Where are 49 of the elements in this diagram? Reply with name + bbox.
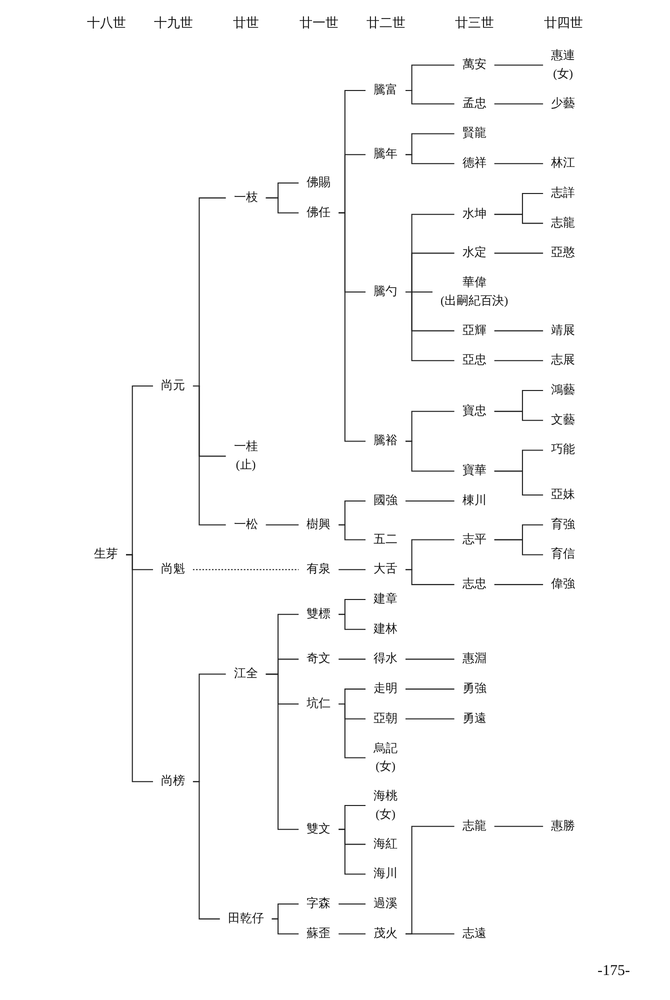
connector-line: [406, 440, 455, 472]
connector-line: [338, 212, 366, 442]
connector-line: [338, 658, 366, 660]
connector-line: [272, 918, 300, 934]
connector-line: [494, 410, 544, 421]
connector-line: [494, 64, 544, 66]
connector-line: [406, 291, 455, 362]
generation-label: 十八世: [87, 14, 126, 32]
connector-line: [266, 197, 300, 214]
connector-line: [494, 360, 544, 362]
connector-line: [266, 524, 300, 526]
connector-line: [494, 539, 544, 556]
generation-label: 廿三世: [455, 14, 494, 32]
name-text: 華偉 (出嗣紀百決): [432, 270, 517, 314]
generation-label: 廿世: [233, 14, 260, 32]
connector-line: [494, 163, 544, 164]
connector-line: [494, 330, 544, 332]
connector-line: [338, 828, 366, 875]
connector-line: [494, 826, 544, 827]
connector-line: [494, 584, 544, 586]
page-number: -175-: [598, 963, 630, 979]
connector-line: [406, 90, 455, 104]
connector-line: [406, 933, 455, 934]
generation-label: 廿四世: [544, 14, 583, 32]
connector-line: [126, 554, 154, 782]
connector-line: [494, 103, 544, 104]
connector-line: [406, 500, 455, 502]
connector-line: [406, 688, 455, 690]
connector-line: [193, 781, 220, 920]
connector-line: [338, 524, 366, 540]
connector-line: [338, 569, 366, 570]
connector-line: [193, 569, 300, 570]
connector-line: [406, 718, 455, 720]
connector-line: [406, 154, 455, 164]
connector-line: [338, 614, 366, 630]
connector-line: [494, 214, 544, 224]
connector-line: [193, 386, 226, 526]
connector-line: [406, 658, 455, 660]
connector-line: [338, 904, 366, 905]
connector-line: [338, 933, 366, 934]
name-text: 生芽: [86, 542, 126, 568]
connector-line: [406, 569, 455, 586]
generation-label: 廿二世: [366, 14, 406, 32]
connector-line: [266, 674, 300, 830]
generation-label: 十九世: [154, 14, 193, 32]
connector-line: [494, 252, 544, 254]
connector-line: [494, 470, 544, 496]
connector-line: [338, 703, 366, 758]
generation-label: 廿一世: [300, 14, 339, 32]
